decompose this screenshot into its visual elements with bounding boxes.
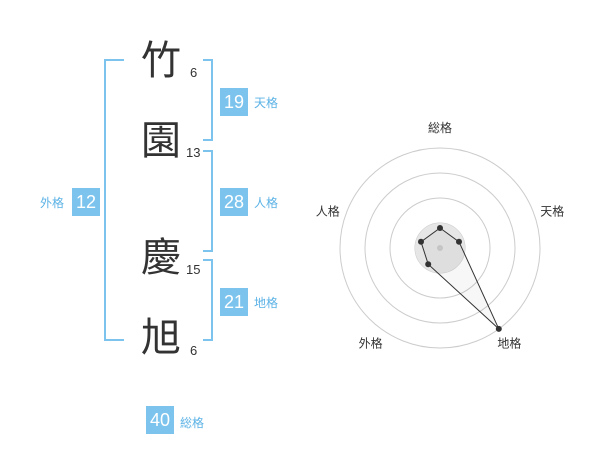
- tenkaku-value: 19: [220, 88, 248, 116]
- jinkaku-value: 28: [220, 188, 248, 216]
- radar-axis-label-5: 人格: [316, 204, 340, 219]
- chikaku-value: 21: [220, 288, 248, 316]
- stroke-count-3: 15: [186, 262, 201, 277]
- name-char-2: 園: [141, 118, 181, 164]
- gaikaku-value: 12: [72, 188, 100, 216]
- tenkaku-label: 天格: [254, 96, 279, 110]
- radar-series-line: [420, 227, 500, 330]
- radar-point-3: [495, 325, 502, 332]
- gaikaku-bracket: [104, 59, 124, 341]
- radar-center-dot: [437, 245, 443, 251]
- tenkaku-bracket: [203, 59, 213, 141]
- soukaku-value: 40: [146, 406, 174, 434]
- name-char-4: 旭: [141, 315, 181, 361]
- radar-point-1: [437, 225, 443, 231]
- radar-point-5: [418, 238, 424, 245]
- gaikaku-label: 外格: [40, 196, 65, 210]
- soukaku-label: 総格: [180, 416, 205, 430]
- radar-axis-label-4: 外格: [359, 336, 383, 351]
- radar-ring-4: [339, 147, 541, 349]
- jinkaku-bracket: [203, 150, 213, 252]
- stroke-count-1: 6: [190, 65, 198, 80]
- stroke-count-4: 6: [190, 343, 198, 358]
- chikaku-bracket: [203, 259, 213, 341]
- name-char-3: 慶: [141, 235, 181, 281]
- radar-axis-label-2: 天格: [540, 204, 564, 219]
- radar-axis-label-3: 地格: [497, 336, 521, 351]
- chikaku-label: 地格: [254, 296, 279, 310]
- radar-point-4: [425, 261, 432, 268]
- radar-axis-label-1: 総格: [428, 120, 452, 135]
- radar-ring-3: [364, 172, 516, 324]
- stroke-count-2: 13: [186, 145, 201, 160]
- name-char-1: 竹: [141, 38, 181, 84]
- radar-point-2: [456, 238, 462, 245]
- jinkaku-label: 人格: [254, 196, 279, 210]
- radar-ring-2: [389, 197, 491, 299]
